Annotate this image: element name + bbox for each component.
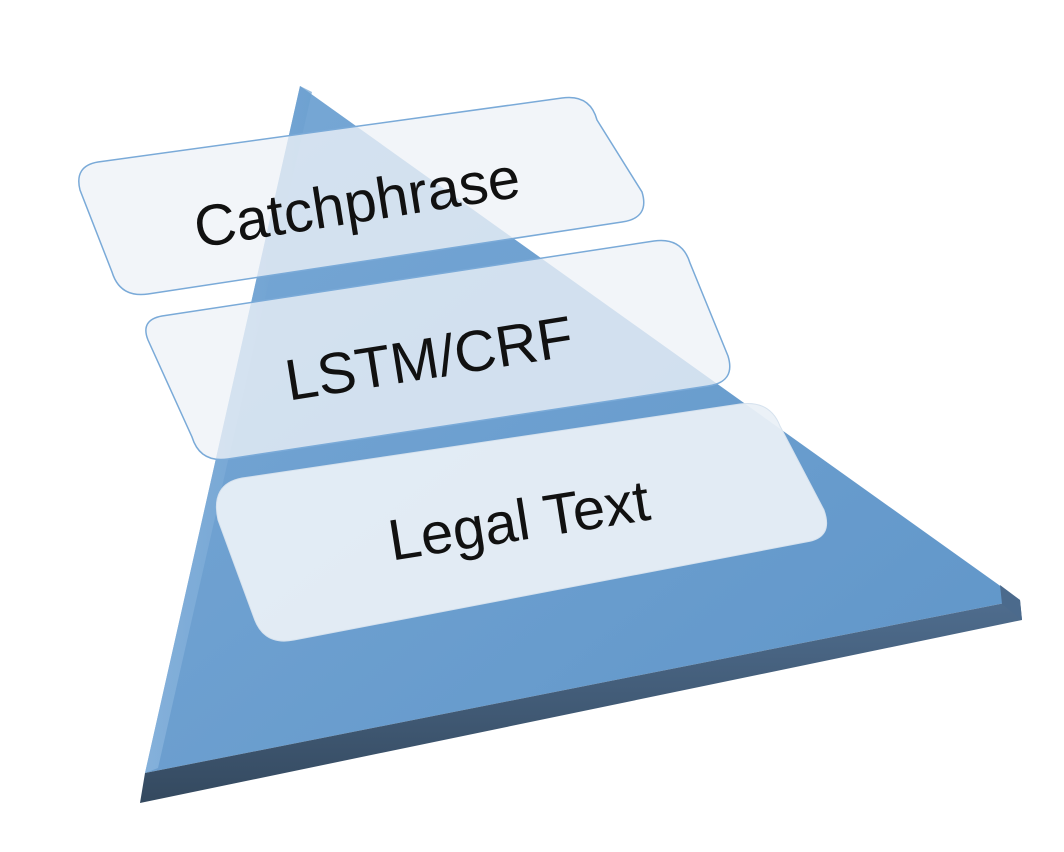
pyramid-bottom-edge bbox=[140, 600, 1022, 803]
layer-legal-text: Legal Text bbox=[216, 402, 828, 642]
layer-box-catchphrase bbox=[78, 96, 645, 296]
layer-box-lstm-crf bbox=[145, 239, 731, 461]
layer-catchphrase: Catchphrase bbox=[78, 96, 645, 296]
pyramid-right-edge bbox=[1000, 585, 1022, 620]
layer-box-legal-text bbox=[216, 402, 828, 642]
layer-lstm-crf: LSTM/CRF bbox=[145, 239, 731, 461]
